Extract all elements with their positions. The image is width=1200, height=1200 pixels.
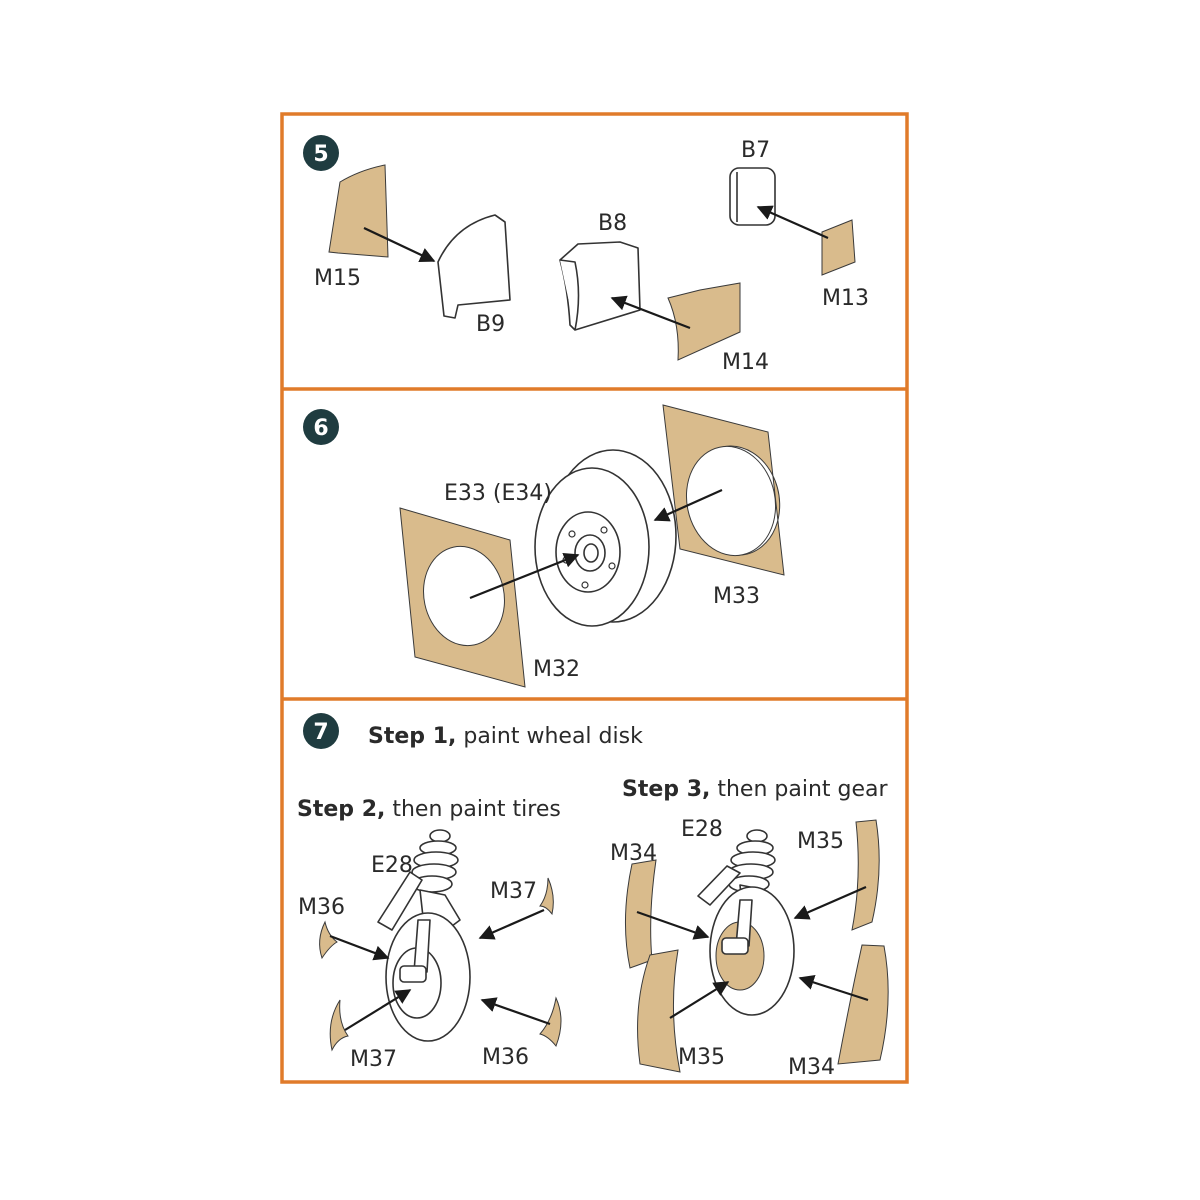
label-left-m37-top: M37 bbox=[490, 879, 537, 904]
step-2-heading: Step 2, then paint tires bbox=[297, 797, 561, 822]
gear-right-axle bbox=[721, 937, 749, 955]
gear-left-axle bbox=[399, 965, 427, 983]
wheel-bolt bbox=[581, 581, 589, 589]
mask-m15 bbox=[328, 164, 389, 258]
label-b9: B9 bbox=[476, 312, 505, 337]
label-b8: B8 bbox=[598, 211, 627, 236]
step-6-panel: 6 M33 E33 (E34) M32 bbox=[303, 404, 785, 688]
gear-right-leg bbox=[735, 899, 753, 947]
step-2-text: then paint tires bbox=[385, 797, 560, 822]
label-right-m35-bottom: M35 bbox=[678, 1045, 725, 1070]
label-right-m34-top: M34 bbox=[610, 841, 657, 866]
label-m33: M33 bbox=[713, 584, 760, 609]
step-3-bold: Step 3, bbox=[622, 777, 710, 802]
arrow-m36-bottom bbox=[480, 997, 551, 1026]
step-5-panel: 5 M15 B9 B8 M14 B7 M13 bbox=[303, 135, 869, 375]
mask-m14 bbox=[667, 282, 741, 361]
part-b8-edge bbox=[559, 259, 580, 331]
arrow-m34-bottom bbox=[798, 974, 869, 1002]
label-right-m34-bottom: M34 bbox=[788, 1055, 835, 1080]
step-5-number: 5 bbox=[313, 142, 328, 167]
mask-m36-top bbox=[319, 920, 338, 960]
arrow-m14-b8 bbox=[610, 295, 691, 330]
label-right-m35-top: M35 bbox=[797, 829, 844, 854]
part-b9 bbox=[437, 214, 511, 319]
part-b9-edge bbox=[494, 214, 506, 223]
mask-m13 bbox=[821, 219, 856, 276]
step-5-badge bbox=[303, 135, 339, 171]
mask-m37-top bbox=[539, 877, 554, 916]
arrow-m33-wheel bbox=[653, 488, 723, 522]
label-wheel: E33 (E34) bbox=[444, 481, 552, 506]
gear-right-arm bbox=[697, 865, 741, 906]
label-b7: B7 bbox=[741, 138, 770, 163]
arrow-m35-bottom bbox=[669, 981, 730, 1019]
gear-right-spring-1 bbox=[746, 829, 768, 843]
step-7-badge bbox=[303, 713, 339, 749]
step-7-panel: 7 Step 1, paint wheal disk Step 2, then … bbox=[297, 713, 889, 1080]
mask-m34-bottom bbox=[837, 944, 889, 1065]
step-1-heading: Step 1, paint wheal disk bbox=[368, 724, 643, 749]
step-6-number: 6 bbox=[313, 416, 328, 441]
gear-left-leg bbox=[413, 919, 431, 973]
arrow-m35-top bbox=[793, 885, 867, 920]
arrow-m36-top bbox=[329, 934, 390, 961]
label-right-e28: E28 bbox=[681, 817, 723, 842]
outer-frame bbox=[280, 112, 909, 1084]
step-1-bold: Step 1, bbox=[368, 724, 456, 749]
mask-m35-bottom bbox=[637, 949, 681, 1073]
arrow-m32-wheel bbox=[469, 552, 580, 600]
mask-m33-hole bbox=[685, 445, 777, 557]
wheel-axle bbox=[583, 543, 599, 563]
arrow-m37-top bbox=[478, 908, 545, 940]
label-m13: M13 bbox=[822, 286, 869, 311]
arrow-m15-b9 bbox=[363, 227, 436, 263]
arrow-m34-top bbox=[636, 910, 710, 940]
label-left-m36-bottom: M36 bbox=[482, 1045, 529, 1070]
arrow-m37-bottom bbox=[344, 989, 412, 1031]
wheel-bolt bbox=[608, 562, 616, 570]
step-6-badge bbox=[303, 409, 339, 445]
label-m15: M15 bbox=[314, 266, 361, 291]
wheel-bolt bbox=[600, 526, 608, 534]
step-2-bold: Step 2, bbox=[297, 797, 385, 822]
step-3-heading: Step 3, then paint gear bbox=[622, 777, 888, 802]
gear-left: E28 bbox=[371, 829, 471, 1042]
mask-m35-top bbox=[851, 819, 880, 931]
mask-m32-hole bbox=[423, 545, 505, 647]
step-1-text: paint wheal disk bbox=[456, 724, 643, 749]
arrow-m13-b7 bbox=[756, 205, 829, 240]
gear-left-spring-1 bbox=[429, 829, 451, 843]
wheel-bolt bbox=[568, 530, 576, 538]
gear-left-arm bbox=[377, 871, 423, 931]
mask-m37-bottom bbox=[329, 999, 349, 1052]
label-left-e28: E28 bbox=[371, 853, 413, 878]
mask-m36-bottom bbox=[539, 996, 562, 1047]
label-m32: M32 bbox=[533, 657, 580, 682]
step-3-text: then paint gear bbox=[710, 777, 888, 802]
gear-right: E28 bbox=[681, 817, 795, 1016]
label-m14: M14 bbox=[722, 350, 769, 375]
label-left-m36-top: M36 bbox=[298, 895, 345, 920]
step-7-number: 7 bbox=[313, 720, 328, 745]
label-left-m37-bottom: M37 bbox=[350, 1047, 397, 1072]
